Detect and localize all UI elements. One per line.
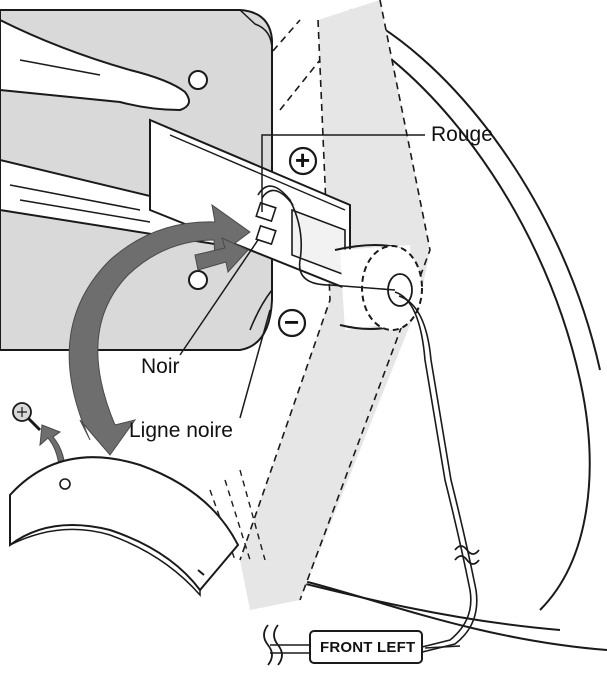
screw-icon (12, 402, 42, 432)
speaker-cover-icon (9, 456, 240, 597)
connector-slot-icon (149, 118, 351, 292)
cable-tag-box (309, 630, 423, 664)
bracket-band-icon (209, 0, 431, 610)
wire-icon (249, 185, 478, 656)
plus-terminal-icon (288, 146, 318, 176)
label-black: Noir (141, 355, 180, 378)
minus-symbol: − (284, 307, 300, 337)
label-red: Rouge (431, 123, 493, 146)
cable-tag-label: FRONT LEFT (320, 639, 416, 656)
insert-arrow-icon (194, 237, 249, 274)
speaker-housing-icon (334, 244, 423, 331)
plus-symbol: + (295, 145, 311, 175)
minus-terminal-icon (277, 308, 307, 338)
leader-lines (179, 134, 425, 419)
label-black-line: Ligne noire (129, 419, 233, 442)
